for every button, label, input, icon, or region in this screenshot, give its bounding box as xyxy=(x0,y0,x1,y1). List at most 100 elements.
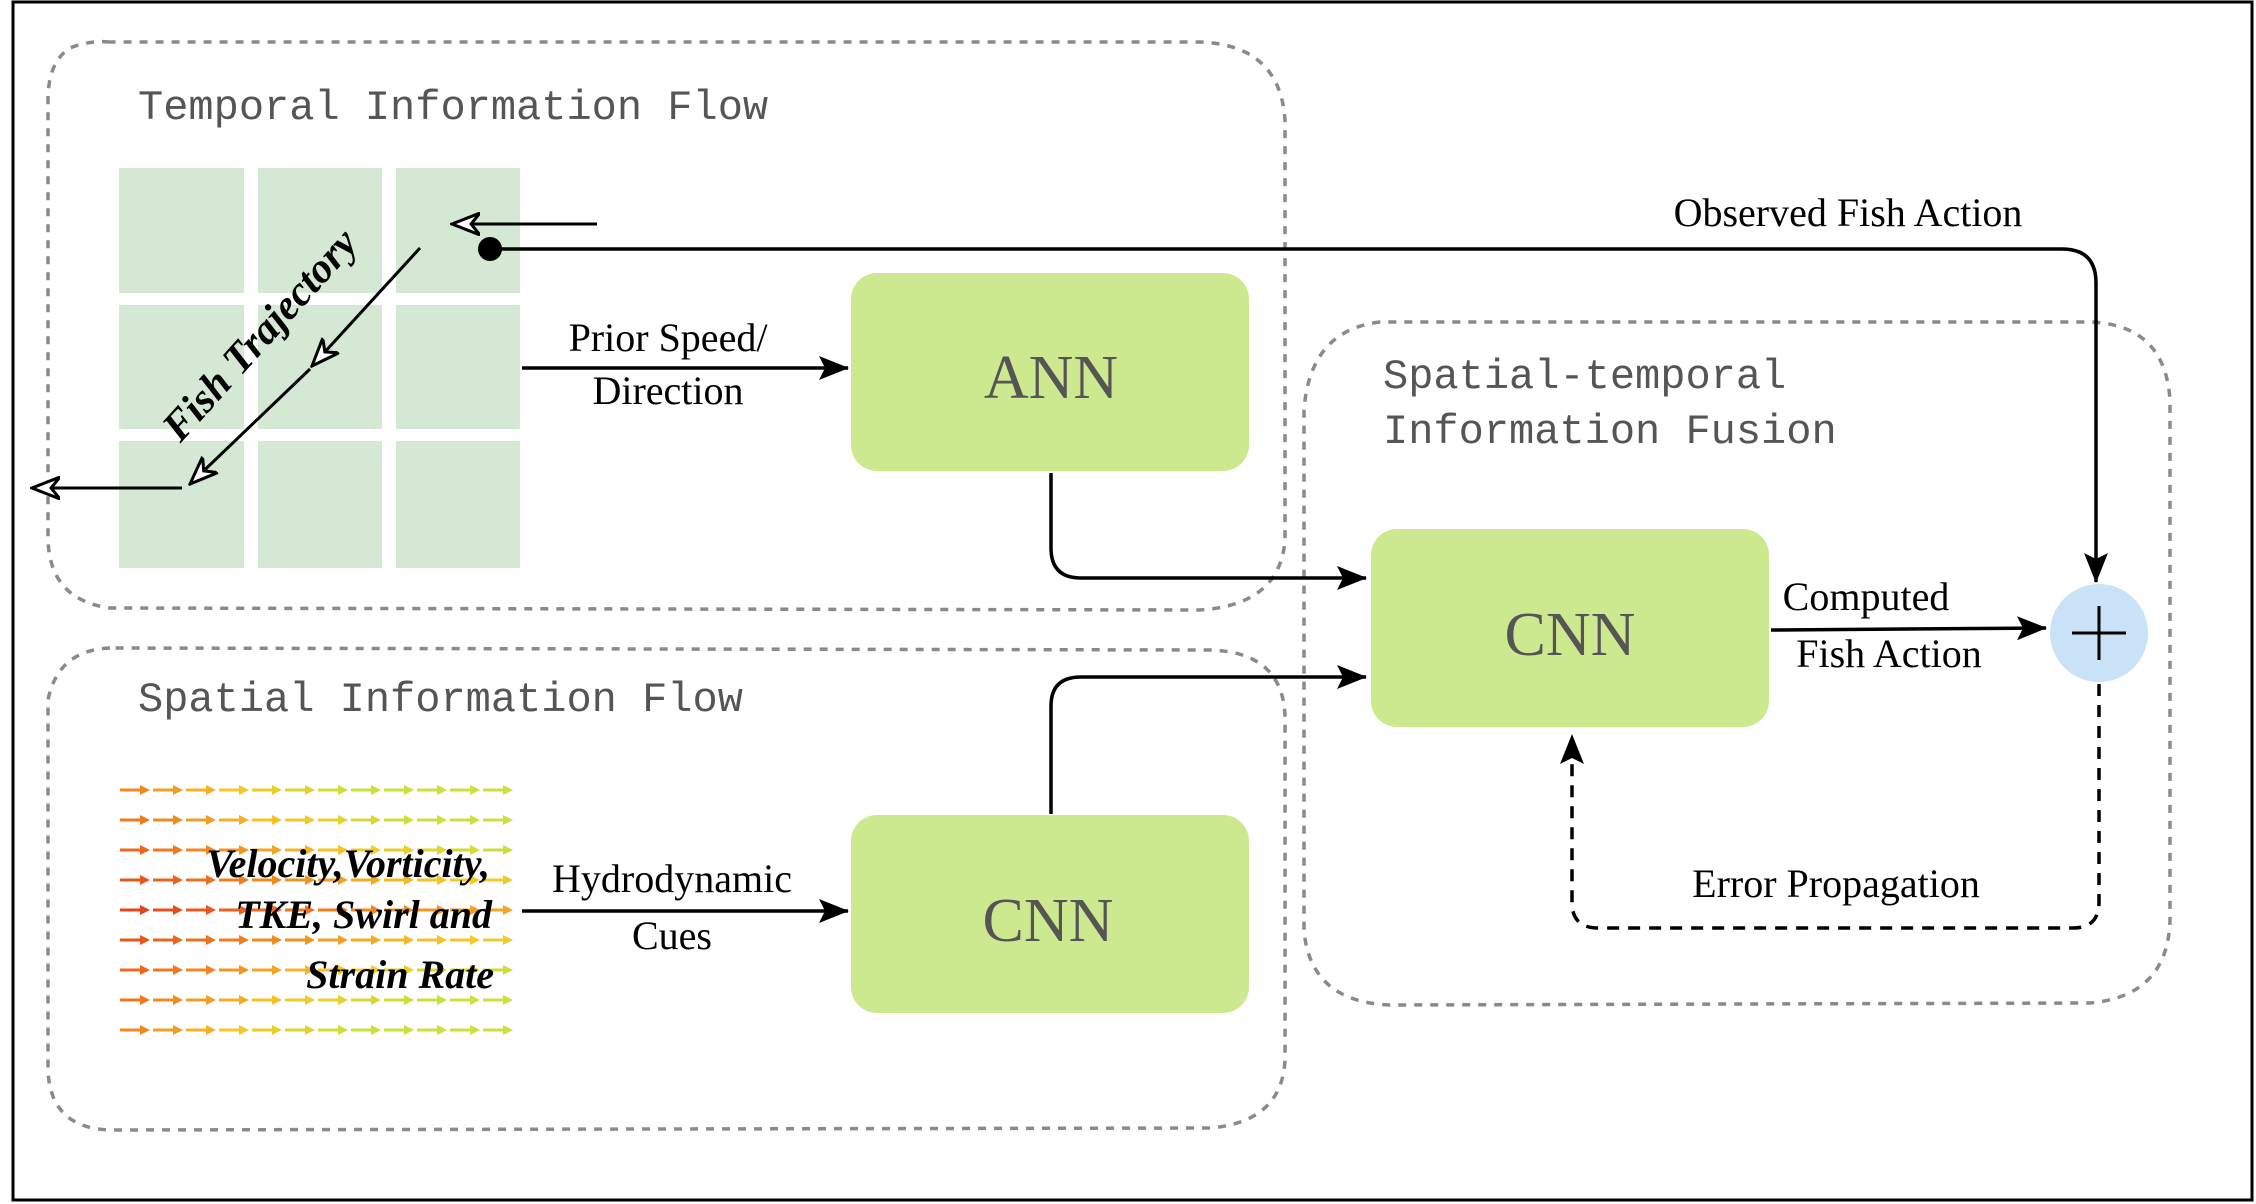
flow-vector-head xyxy=(206,815,216,825)
fusion-cnn-block xyxy=(1371,529,1769,727)
flow-vector-head xyxy=(305,995,315,1005)
flow-vector-head xyxy=(140,845,150,855)
flow-vector-head xyxy=(404,905,414,915)
flow-vector-head xyxy=(371,935,381,945)
flow-vector-head xyxy=(173,875,183,885)
velocity-vector-field xyxy=(120,785,513,1035)
spatial-cnn-label: CNN xyxy=(983,887,1114,955)
flow-vars-line1: Velocity,Vorticity, xyxy=(206,841,490,886)
flow-variables-label: Velocity,Vorticity, TKE, Swirl and Strai… xyxy=(206,841,494,997)
grid-cell xyxy=(119,168,244,293)
ann-to-cnn-connector xyxy=(1049,473,1367,590)
spatial-region-title: Spatial Information Flow xyxy=(138,676,743,724)
flow-vector-head xyxy=(371,995,381,1005)
flow-vector-head xyxy=(206,785,216,795)
flow-vector-head xyxy=(470,815,480,825)
flow-vector-head xyxy=(206,875,216,885)
grid-cell xyxy=(119,441,244,568)
flow-vector-head xyxy=(206,965,216,975)
flow-vector-head xyxy=(470,1025,480,1035)
flow-vector-head xyxy=(437,785,447,795)
flow-vector-head xyxy=(206,1025,216,1035)
error-propagation-label: Error Propagation xyxy=(1692,861,1980,906)
flow-vector-head xyxy=(470,875,480,885)
error-propagation-connector xyxy=(1560,684,2101,930)
sum-node xyxy=(2050,584,2148,682)
ann-label: ANN xyxy=(984,344,1118,412)
flow-vector-head xyxy=(470,785,480,795)
flow-vector-head xyxy=(272,965,282,975)
grid-cell xyxy=(119,305,244,429)
flow-vector-head xyxy=(371,815,381,825)
flow-vector-head xyxy=(470,965,480,975)
flow-vector-head xyxy=(272,785,282,795)
flow-vector-head xyxy=(140,905,150,915)
trajectory-segment-arrow xyxy=(312,246,422,366)
flow-vector-head xyxy=(305,935,315,945)
flow-vector-head xyxy=(338,935,348,945)
flow-vector-head xyxy=(437,1025,447,1035)
flow-vector-head xyxy=(305,785,315,795)
flow-vector-head xyxy=(272,815,282,825)
flow-vector-head xyxy=(404,815,414,825)
fusion-region xyxy=(1302,320,2172,1007)
flow-vector-head xyxy=(470,845,480,855)
flow-vector-head xyxy=(173,905,183,915)
flow-vars-line2: TKE, Swirl and xyxy=(235,892,493,937)
flow-vector-head xyxy=(173,935,183,945)
flow-vector-head xyxy=(404,935,414,945)
flow-vector-head xyxy=(371,875,381,885)
flow-vector-head xyxy=(140,1025,150,1035)
flow-vector-head xyxy=(371,965,381,975)
grid-cell xyxy=(396,305,520,429)
fusion-region-title-line1: Spatial-temporal xyxy=(1383,353,1786,401)
flow-vector-head xyxy=(437,965,447,975)
grid-cell xyxy=(396,168,520,293)
flow-vector-head xyxy=(404,1025,414,1035)
flow-vector-head xyxy=(206,845,216,855)
flow-vector-head xyxy=(371,785,381,795)
flow-vector-head xyxy=(206,995,216,1005)
flow-vector-head xyxy=(404,785,414,795)
flow-vector-head xyxy=(338,1025,348,1035)
flow-vector-head xyxy=(140,875,150,885)
flow-vector-head xyxy=(338,845,348,855)
flow-vector-head xyxy=(437,935,447,945)
flow-vector-head xyxy=(404,965,414,975)
flow-vector-head xyxy=(272,905,282,915)
computed-action-arrow xyxy=(1770,616,2047,641)
flow-vector-head xyxy=(437,875,447,885)
flow-vector-head xyxy=(173,965,183,975)
grid-cell xyxy=(396,441,520,568)
flow-vector-head xyxy=(503,905,513,915)
temporal-region-title: Temporal Information Flow xyxy=(138,84,768,132)
flow-vector-head xyxy=(272,935,282,945)
flow-vector-head xyxy=(338,875,348,885)
flow-vector-head xyxy=(140,785,150,795)
ann-block xyxy=(851,273,1249,471)
flow-vector-head xyxy=(239,875,249,885)
prior-speed-label-line1: Prior Speed/ xyxy=(569,315,769,360)
flow-vector-head xyxy=(272,995,282,1005)
flow-vector-head xyxy=(371,1025,381,1035)
flow-vector-head xyxy=(404,875,414,885)
flow-vector-head xyxy=(173,845,183,855)
flow-vector-head xyxy=(140,965,150,975)
grid-cell xyxy=(258,441,382,568)
flow-vector-head xyxy=(239,785,249,795)
flow-vector-head xyxy=(338,815,348,825)
flow-vector-head xyxy=(338,905,348,915)
observed-action-label: Observed Fish Action xyxy=(1674,190,2023,235)
flow-vector-head xyxy=(206,905,216,915)
trajectory-segment-arrow xyxy=(190,367,312,484)
flow-vector-head xyxy=(140,935,150,945)
trajectory-grid xyxy=(119,168,520,568)
flow-vector-head xyxy=(503,995,513,1005)
prior-speed-label-line2: Direction xyxy=(592,368,743,413)
flow-vector-head xyxy=(239,995,249,1005)
flow-vector-head xyxy=(437,995,447,1005)
flow-vector-head xyxy=(404,845,414,855)
flow-vector-head xyxy=(173,995,183,1005)
spatial-cnn-to-fusion-connector xyxy=(1049,665,1367,814)
flow-vector-head xyxy=(239,905,249,915)
